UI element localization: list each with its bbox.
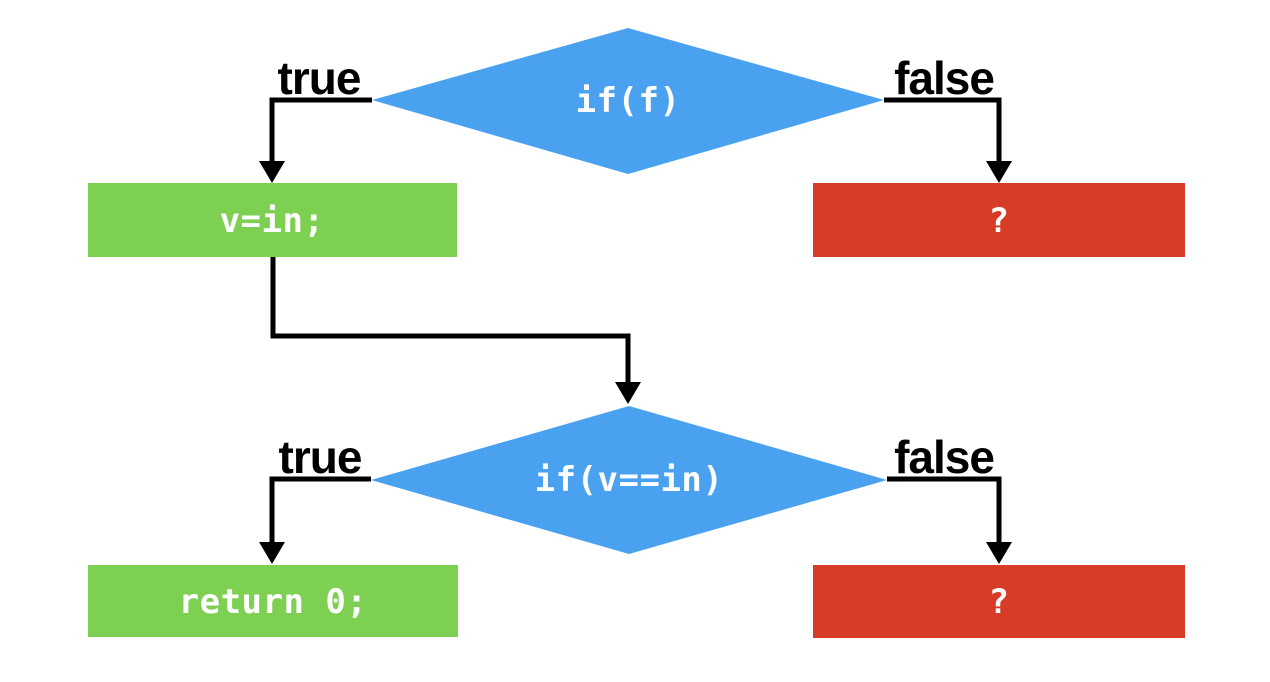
branch-label-true-1: true bbox=[278, 52, 361, 104]
branch-label-false-2: false bbox=[894, 431, 994, 483]
arrowhead-to-decision2 bbox=[615, 382, 641, 404]
arrowhead-to-unknown2 bbox=[986, 542, 1012, 564]
unknown-box-false2 bbox=[813, 565, 1185, 638]
arrowhead-to-unknown1 bbox=[986, 161, 1012, 183]
edge-decision1-false bbox=[884, 97, 1002, 164]
decision1-label: if(f) bbox=[576, 81, 681, 121]
unknown-box-false1 bbox=[813, 183, 1185, 257]
process-box-return0 bbox=[88, 565, 458, 637]
process-box-v-assign bbox=[88, 183, 457, 257]
arrowhead-to-process2 bbox=[259, 542, 285, 564]
edge-decision1-true bbox=[269, 97, 372, 164]
edge-process1-to-decision2 bbox=[270, 257, 631, 385]
edge-decision2-true bbox=[269, 476, 371, 545]
unknown2-label: ? bbox=[989, 582, 1010, 622]
decision-diamond-if-v-eq-in bbox=[371, 406, 887, 554]
arrowhead-to-process1 bbox=[259, 161, 285, 183]
unknown1-label: ? bbox=[989, 201, 1010, 241]
decision-diamond-if-f bbox=[372, 28, 884, 174]
branch-label-false-1: false bbox=[894, 52, 994, 104]
edge-decision2-false bbox=[887, 476, 1002, 545]
branch-label-true-2: true bbox=[279, 431, 362, 483]
decision2-label: if(v==in) bbox=[535, 460, 724, 500]
process1-label: v=in; bbox=[220, 201, 325, 241]
process2-label: return 0; bbox=[179, 582, 368, 622]
